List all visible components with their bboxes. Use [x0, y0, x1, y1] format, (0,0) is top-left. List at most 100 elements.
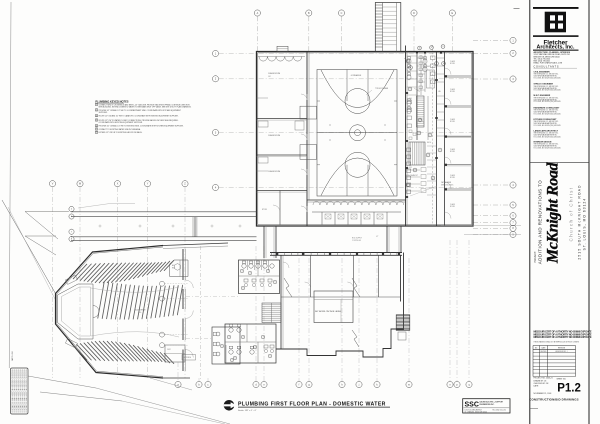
svg-text:5: 5 — [436, 63, 437, 65]
svg-text:REVISED: REVISED — [540, 351, 546, 353]
svg-text:PROVIDE 1/2" CW AND 1/2" HW TO: PROVIDE 1/2" CW AND 1/2" HW TO EXISTING … — [99, 125, 184, 128]
svg-text:ENGINEERING INC.: ENGINEERING INC. — [480, 404, 495, 406]
svg-text:1: 1 — [96, 104, 97, 106]
svg-text:d: d — [255, 383, 257, 386]
svg-text:SHWR: SHWR — [426, 66, 430, 68]
svg-text:CLASS: CLASS — [450, 174, 455, 177]
svg-text:b: b — [198, 383, 200, 386]
svg-text:12: 12 — [431, 47, 433, 49]
svg-text:ROUTE 1/2" CW TO WATER CLOSET.: ROUTE 1/2" CW TO WATER CLOSET. CONNECTIO… — [99, 119, 179, 122]
svg-text:1: 1 — [215, 52, 217, 55]
svg-text:LKR: LKR — [409, 167, 412, 169]
svg-text:5055 NEW BAUMGARTNER RD.: 5055 NEW BAUMGARTNER RD. — [534, 133, 558, 136]
svg-text:MATCH LINE: MATCH LINE — [11, 351, 14, 361]
svg-text:2: 2 — [430, 135, 431, 137]
svg-text:CLASS ROOM: CLASS ROOM — [268, 170, 280, 173]
svg-text:ROOM: ROOM — [450, 177, 455, 179]
svg-text:GYMNASIUM: GYMNASIUM — [351, 74, 362, 77]
svg-text:ROOM: ROOM — [450, 63, 455, 65]
svg-text:2: 2 — [96, 110, 97, 112]
svg-text:1234 SULLIVAN AVENUE: 1234 SULLIVAN AVENUE — [465, 408, 482, 411]
svg-text:D: D — [413, 12, 415, 15]
svg-text:PROJECT:: PROJECT: — [534, 251, 537, 263]
svg-text:5: 5 — [512, 204, 514, 207]
svg-text:THESE DRAWINGS SHALL NOT BE RE: THESE DRAWINGS SHALL NOT BE REPRODUCED W… — [534, 340, 580, 343]
svg-text:DATE: DATE — [542, 346, 546, 349]
svg-text:V: V — [52, 183, 54, 186]
svg-text:DATE:: DATE: — [534, 385, 540, 388]
svg-text:MISSOURI CERT OF AUTHORITY NO: MISSOURI CERT OF AUTHORITY NO 000896 EXP… — [534, 330, 592, 334]
svg-text:1/2": 1/2" — [376, 236, 379, 238]
svg-text:STRUCT. ENGINEER: STRUCT. ENGINEER — [534, 84, 554, 86]
svg-text:2: 2 — [512, 52, 514, 55]
svg-text:4: 4 — [243, 337, 244, 339]
svg-text:A/V: A/V — [172, 264, 174, 267]
svg-text:9: 9 — [443, 46, 444, 48]
svg-text:M.E.P. ENGINEER: M.E.P. ENGINEER — [534, 95, 551, 97]
svg-text:ROD. SUPPLY: ROD. SUPPLY — [352, 238, 362, 240]
svg-text:q: q — [468, 383, 470, 386]
svg-text:ADDITION AND RENOVATIONS TO: ADDITION AND RENOVATIONS TO — [538, 180, 543, 264]
svg-text:COORDINATE WITH EXISTING EQUIP: COORDINATE WITH EXISTING EQUIPMENT SUPPL… — [99, 121, 144, 124]
svg-text:a: a — [177, 383, 179, 386]
svg-text:100: 100 — [139, 312, 142, 314]
svg-text:7: 7 — [420, 120, 421, 122]
svg-text:Scale: 1/8" = 1' - 0": Scale: 1/8" = 1' - 0" — [238, 410, 257, 412]
svg-text:k: k — [376, 383, 378, 386]
svg-text:7: 7 — [96, 132, 97, 134]
svg-text:7: 7 — [71, 231, 73, 233]
svg-text:ROOM: ROOM — [450, 91, 455, 93]
svg-text:ST. LOUIS, MO 63129 (314) 487: ST. LOUIS, MO 63129 (314) 487-5455 — [534, 113, 561, 115]
svg-text:BRIDGETON, MISSOURI 63044: BRIDGETON, MISSOURI 63044 — [534, 56, 560, 58]
svg-text:THE STERLING CO. GROUP, INC.: THE STERLING CO. GROUP, INC. — [534, 144, 560, 146]
svg-text:CONTRACTOR SHALL VERIFY ALL EX: CONTRACTOR SHALL VERIFY ALL EXISTING CON… — [17, 370, 20, 413]
svg-text:ST. LOUIS, MO 63129 (314) 487: ST. LOUIS, MO 63129 (314) 487-5455 — [534, 125, 561, 127]
svg-text:5: 5 — [408, 185, 409, 187]
svg-text:CONTRACTOR SHALL VERIFY ALL EX: CONTRACTOR SHALL VERIFY ALL EXISTING CON… — [19, 370, 22, 413]
svg-text:CONTRACTOR SHALL VERIFY ALL EX: CONTRACTOR SHALL VERIFY ALL EXISTING CON… — [13, 370, 16, 413]
svg-text:REVISION: REVISION — [558, 347, 565, 349]
svg-text:5: 5 — [222, 346, 223, 348]
svg-text:5055 NEW BAUMGARTNER RD.: 5055 NEW BAUMGARTNER RD. — [534, 122, 558, 125]
svg-text:THE STERLING CO. GROUP, INC.: THE STERLING CO. GROUP, INC. — [534, 86, 560, 88]
svg-text:CLASS: CLASS — [450, 148, 455, 151]
svg-text:CONNECT TO EXISTING WATER LINE: CONNECT TO EXISTING WATER LINE IN THIS A… — [99, 128, 141, 131]
svg-text:3: 3 — [268, 271, 269, 273]
svg-text:5: 5 — [270, 356, 271, 358]
svg-text:2: 2 — [428, 155, 429, 157]
svg-text:Z: Z — [184, 183, 186, 186]
svg-text:X: X — [117, 183, 119, 186]
svg-text:EXIT PORCH: EXIT PORCH — [183, 357, 191, 359]
svg-text:CONSTRUCTION/BID DRAWINGS: CONSTRUCTION/BID DRAWINGS — [529, 398, 579, 402]
svg-text:THE STERLING CO. GROUP, INC.: THE STERLING CO. GROUP, INC. — [534, 74, 560, 76]
svg-text:Fletcher: Fletcher — [543, 39, 568, 46]
svg-text:CONNECT NEW 4" CW SERVICE AND: CONNECT NEW 4" CW SERVICE AND NEW 1-1/2"… — [99, 103, 191, 106]
svg-text:h: h — [341, 383, 343, 386]
svg-text:CONTINUES: CONTINUES — [352, 240, 361, 242]
svg-text:NOVEMBER 21, 2003: NOVEMBER 21, 2003 — [534, 393, 552, 395]
svg-text:P1.2: P1.2 — [557, 383, 581, 395]
svg-text:9: 9 — [512, 233, 514, 236]
svg-text:W: W — [79, 183, 82, 186]
svg-text:6: 6 — [96, 129, 97, 131]
svg-text:PLUMBING KEYED NOTES: PLUMBING KEYED NOTES — [95, 99, 128, 103]
svg-text:g: g — [308, 383, 310, 386]
svg-text:TOIL: TOIL — [409, 98, 412, 100]
svg-text:3: 3 — [96, 115, 97, 117]
svg-text:6: 6 — [512, 215, 514, 218]
svg-text:CIVIL ENGINEER: CIVIL ENGINEER — [534, 72, 551, 74]
svg-text:3: 3 — [215, 131, 217, 134]
svg-text:ST. CHARLES, MISSOURI 63301: ST. CHARLES, MISSOURI 63301 — [465, 410, 488, 413]
svg-text:VEST.: VEST. — [167, 349, 171, 351]
svg-text:4: 4 — [250, 273, 251, 275]
svg-text:n: n — [449, 383, 451, 386]
svg-text:2515 SOUTH McKNIGHT ROAD: 2515 SOUTH McKNIGHT ROAD — [577, 184, 581, 259]
svg-text:AUDITORIUM: AUDITORIUM — [135, 309, 146, 312]
svg-text:RM: RM — [172, 267, 175, 269]
svg-text:3: 3 — [229, 337, 230, 339]
svg-text:ROD CLEANOUT: ROD CLEANOUT — [406, 174, 418, 177]
svg-text:Y: Y — [147, 183, 149, 186]
svg-text:3: 3 — [433, 178, 434, 180]
svg-text:6: 6 — [443, 63, 444, 65]
svg-text:4: 4 — [410, 67, 411, 69]
